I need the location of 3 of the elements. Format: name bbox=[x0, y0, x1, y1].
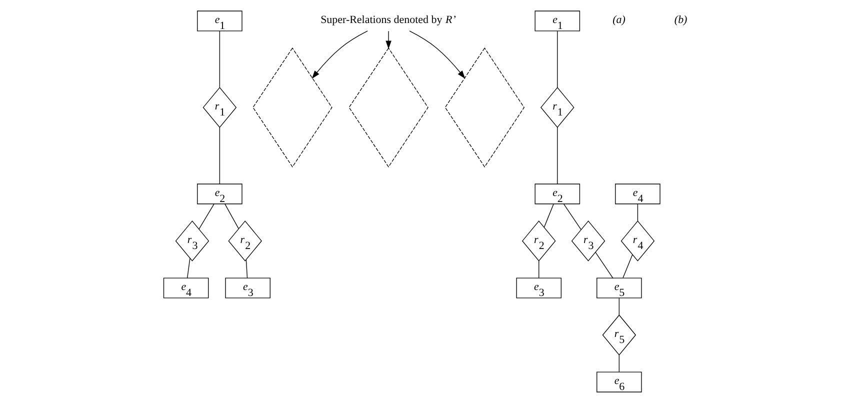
label: (b) bbox=[674, 14, 688, 26]
label: (a) bbox=[612, 14, 626, 26]
node-text: Super-Relations denoted by R’ bbox=[320, 14, 456, 26]
